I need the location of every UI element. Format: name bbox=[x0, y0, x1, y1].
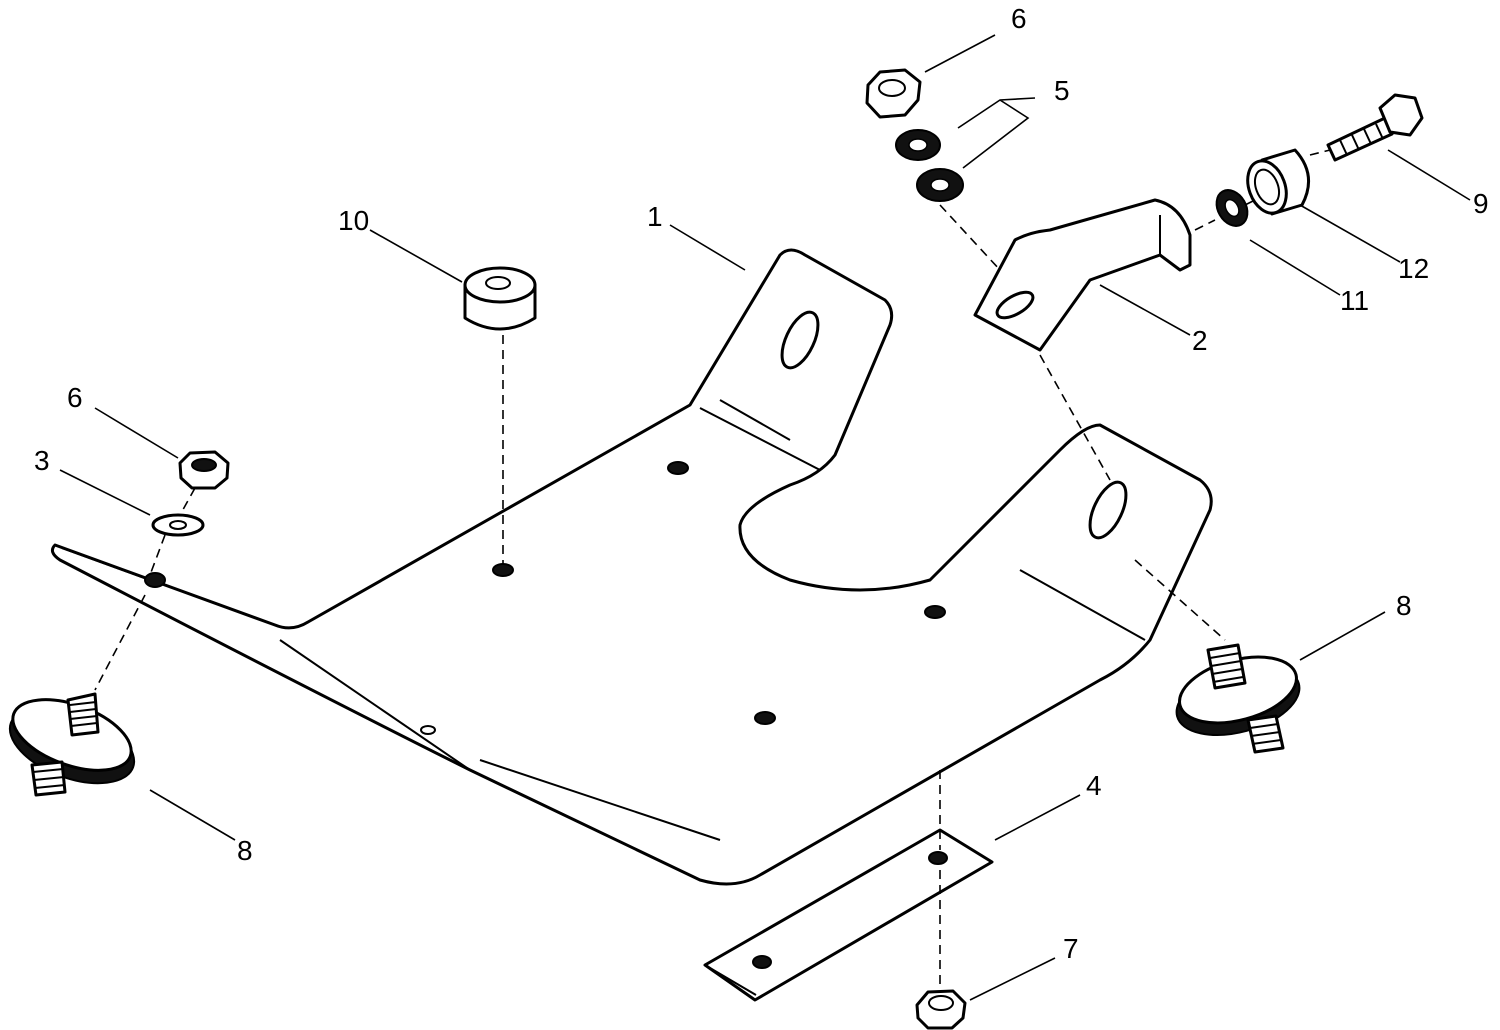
callout-11: 11 bbox=[1340, 285, 1369, 316]
spacer-part-12 bbox=[1246, 148, 1311, 216]
flat-washer-part-3 bbox=[151, 513, 205, 537]
engine-mount-part-8-left bbox=[8, 692, 136, 797]
callout-7: 7 bbox=[1063, 933, 1079, 964]
callout-4: 4 bbox=[1086, 770, 1102, 801]
assembly-lines bbox=[94, 149, 1331, 990]
callout-labels: 1 2 3 4 5 6 6 7 8 8 9 10 11 12 bbox=[34, 3, 1489, 964]
leader-lines bbox=[59, 34, 1471, 1001]
engine-mount-part-8-right bbox=[1175, 643, 1301, 754]
callout-9: 9 bbox=[1473, 188, 1489, 219]
lock-washer-part-5-upper bbox=[895, 129, 941, 161]
strap-plate-part-4 bbox=[703, 828, 994, 1002]
callout-8-right: 8 bbox=[1396, 590, 1412, 621]
callout-3: 3 bbox=[34, 445, 50, 476]
washer-part-11 bbox=[1215, 189, 1249, 227]
rubber-bumper-part-10 bbox=[463, 266, 537, 331]
callout-2: 2 bbox=[1192, 325, 1208, 356]
bracket-part-2 bbox=[973, 198, 1192, 352]
hex-bolt-part-9 bbox=[1326, 93, 1424, 162]
hex-nut-part-6-left bbox=[178, 450, 230, 490]
callout-10: 10 bbox=[338, 205, 369, 236]
callout-8-left: 8 bbox=[237, 835, 253, 866]
callout-1: 1 bbox=[647, 201, 663, 232]
callout-6-left: 6 bbox=[67, 382, 83, 413]
mounting-plate-part-1 bbox=[50, 248, 1213, 886]
hex-nut-part-7 bbox=[915, 989, 967, 1030]
callout-5: 5 bbox=[1054, 75, 1070, 106]
callout-12: 12 bbox=[1398, 253, 1429, 284]
hex-nut-part-6-top bbox=[865, 68, 922, 119]
lock-washer-part-5-lower bbox=[916, 168, 964, 202]
callout-6-top: 6 bbox=[1011, 3, 1027, 34]
